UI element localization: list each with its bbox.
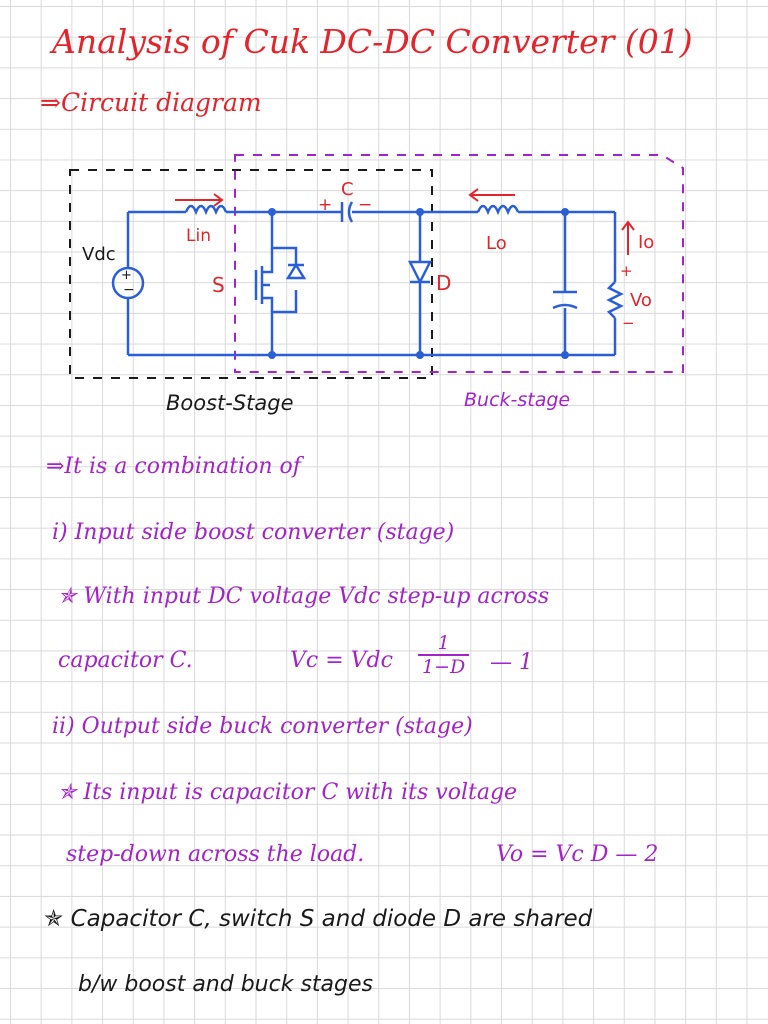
item-1-boost: i) Input side boost converter (stage): [52, 520, 455, 545]
buck-stage-boundary: [234, 154, 684, 373]
item-2-buck: ii) Output side buck converter (stage): [52, 714, 473, 739]
vdc-label: Vdc: [82, 244, 116, 265]
vo-minus: −: [622, 314, 635, 332]
equation-1-denominator: 1−D: [422, 656, 466, 678]
lin-label: Lin: [186, 226, 211, 246]
circuit-diagram-heading: ⇒Circuit diagram: [40, 88, 262, 117]
item-2-note-continued: step-down across the load.: [66, 842, 365, 867]
io-label: Io: [638, 232, 654, 253]
shared-components-note-continued: b/w boost and buck stages: [78, 972, 373, 997]
vo-label: Vo: [630, 290, 652, 311]
dc-source-icon: [111, 266, 145, 300]
item-2-note: ✯ Its input is capacitor C with its volt…: [58, 780, 518, 805]
c-plus: +: [318, 195, 332, 215]
diode-d: [407, 260, 433, 285]
combination-heading: ⇒It is a combination of: [46, 454, 301, 479]
c-minus: −: [358, 195, 372, 215]
output-current-arrow-icon: [468, 188, 515, 202]
boost-stage-boundary: [69, 169, 433, 379]
shared-components-note: ✯ Capacitor C, switch S and diode D are …: [44, 906, 593, 932]
junction-dots: [268, 208, 569, 359]
equation-1-fraction: 1 1−D: [418, 632, 470, 678]
equation-1-lhs: Vc = Vdc: [290, 648, 393, 673]
coupling-capacitor: [340, 201, 354, 223]
d-label: D: [436, 271, 451, 295]
io-arrow-icon: [621, 220, 635, 255]
source-minus: −: [123, 282, 135, 298]
mosfet-switch: [254, 248, 274, 312]
lo-label: Lo: [486, 233, 507, 254]
item-1-note-continued: capacitor C.: [58, 648, 193, 673]
lin-inductor: [184, 204, 228, 216]
input-current-arrow-icon: [175, 193, 224, 207]
vo-plus: +: [620, 262, 633, 280]
equation-2: Vo = Vc D — 2: [496, 842, 659, 867]
equation-1-ref: — 1: [490, 650, 533, 675]
equation-1-numerator: 1: [418, 632, 470, 656]
buck-stage-label: Buck-stage: [464, 389, 570, 411]
circuit-wiring: [126, 201, 624, 357]
cuk-circuit-diagram: + − Vdc Lin C + − S D Lo Io + Vo − Boost…: [69, 154, 684, 415]
page-title: Analysis of Cuk DC-DC Converter (01): [52, 22, 693, 61]
lo-inductor: [476, 204, 520, 216]
s-label: S: [212, 273, 225, 297]
load-resistor: [606, 281, 624, 319]
output-capacitor: [552, 290, 578, 310]
source-plus: +: [121, 268, 132, 283]
c-label: C: [341, 179, 354, 200]
boost-stage-label: Boost-Stage: [166, 391, 294, 415]
item-1-note: ✯ With input DC voltage Vdc step-up acro…: [58, 584, 550, 609]
